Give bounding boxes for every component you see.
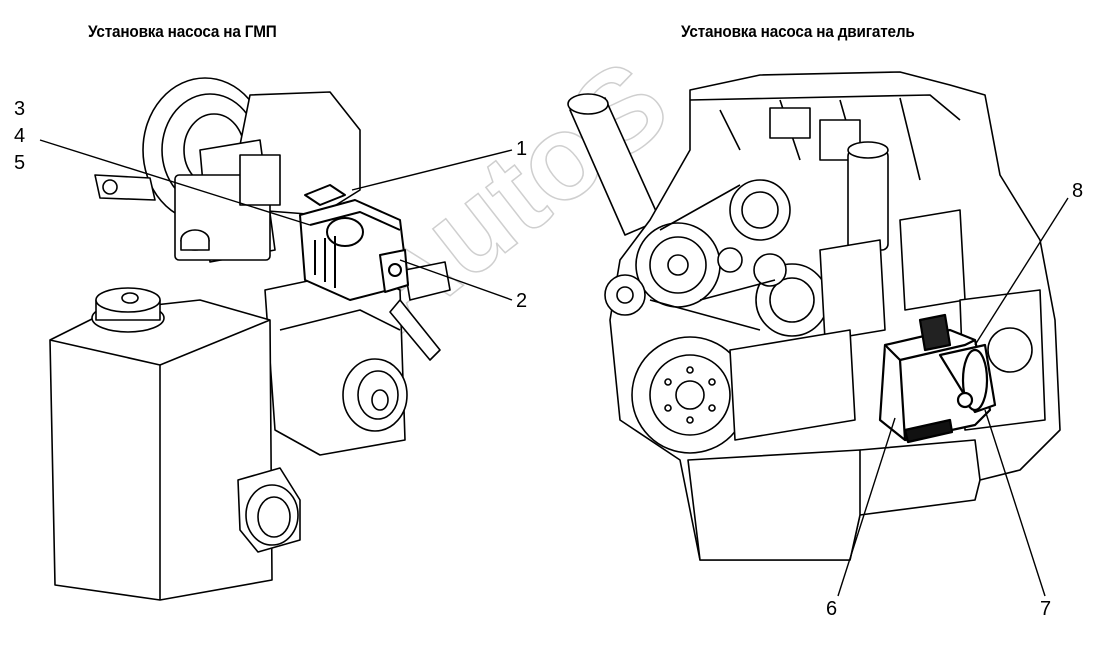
engine-assembly bbox=[567, 71, 1061, 561]
callout-3: 3 bbox=[14, 98, 26, 120]
title-engine-pump: Установка насоса на двигатель bbox=[681, 22, 915, 41]
leader-lines bbox=[39, 139, 1069, 597]
title-gearbox-pump: Установка насоса на ГМП bbox=[88, 22, 277, 41]
leader-1 bbox=[351, 149, 513, 191]
callout-4: 4 bbox=[14, 125, 26, 147]
transmission-assembly bbox=[94, 77, 451, 456]
pump-engine bbox=[878, 313, 997, 444]
callout-8: 8 bbox=[1072, 180, 1084, 202]
leader-7 bbox=[984, 409, 1046, 597]
leader-8 bbox=[974, 197, 1069, 346]
callout-6: 6 bbox=[826, 598, 838, 620]
leader-2 bbox=[399, 259, 513, 301]
leader-3-4-5 bbox=[39, 139, 311, 226]
pump-gearbox bbox=[299, 184, 409, 301]
oil-tank bbox=[49, 287, 301, 601]
leader-6 bbox=[837, 417, 896, 597]
callout-1: 1 bbox=[516, 138, 528, 160]
callout-7: 7 bbox=[1040, 598, 1052, 620]
callout-2: 2 bbox=[516, 290, 528, 312]
callout-5: 5 bbox=[14, 152, 26, 174]
